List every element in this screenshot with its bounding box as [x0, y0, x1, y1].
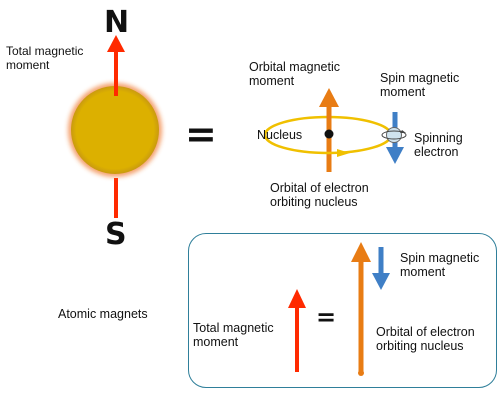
equals-sign-top: = — [185, 112, 217, 156]
total-moment-arrow-head — [107, 35, 125, 52]
orbital-path-label: Orbital of electron orbiting nucleus — [270, 181, 369, 209]
box-orbital-head — [351, 242, 371, 262]
nucleus-dot — [324, 129, 334, 139]
nucleus-label: Nucleus — [257, 128, 303, 142]
orbital-label-box: Orbital of electron orbiting nucleus — [376, 325, 475, 353]
box-orbital-base — [358, 370, 364, 376]
spinning-electron-label: Spinning electron — [414, 131, 463, 159]
spin-moment-arrow-head-top — [386, 147, 404, 164]
orbit-front — [263, 134, 393, 155]
north-pole-label: N — [104, 5, 130, 40]
orbit-direction-arrowhead — [337, 149, 350, 157]
box-total-moment-head — [288, 289, 306, 308]
orbital-moment-arrow-head — [319, 88, 339, 107]
atomic-magnets-label: Atomic magnets — [58, 307, 148, 321]
atom-sphere — [71, 86, 159, 174]
electron-spin-ring — [381, 130, 407, 140]
spin-moment-label-top: Spin magnetic moment — [380, 71, 460, 99]
atomic-magnets-box — [188, 233, 497, 388]
electron-spin-arrow — [400, 130, 406, 133]
equals-sign-box: = — [316, 303, 337, 331]
spin-moment-label-box: Spin magnetic moment — [400, 251, 480, 279]
total-moment-label-box: Total magnetic moment — [193, 321, 274, 349]
spinning-electron — [386, 127, 402, 143]
box-spin-head — [372, 273, 390, 290]
south-pole-label: S — [105, 217, 127, 252]
orbital-moment-label: Orbital magnetic moment — [249, 60, 341, 88]
total-moment-label-top: Total magnetic moment — [6, 44, 84, 72]
